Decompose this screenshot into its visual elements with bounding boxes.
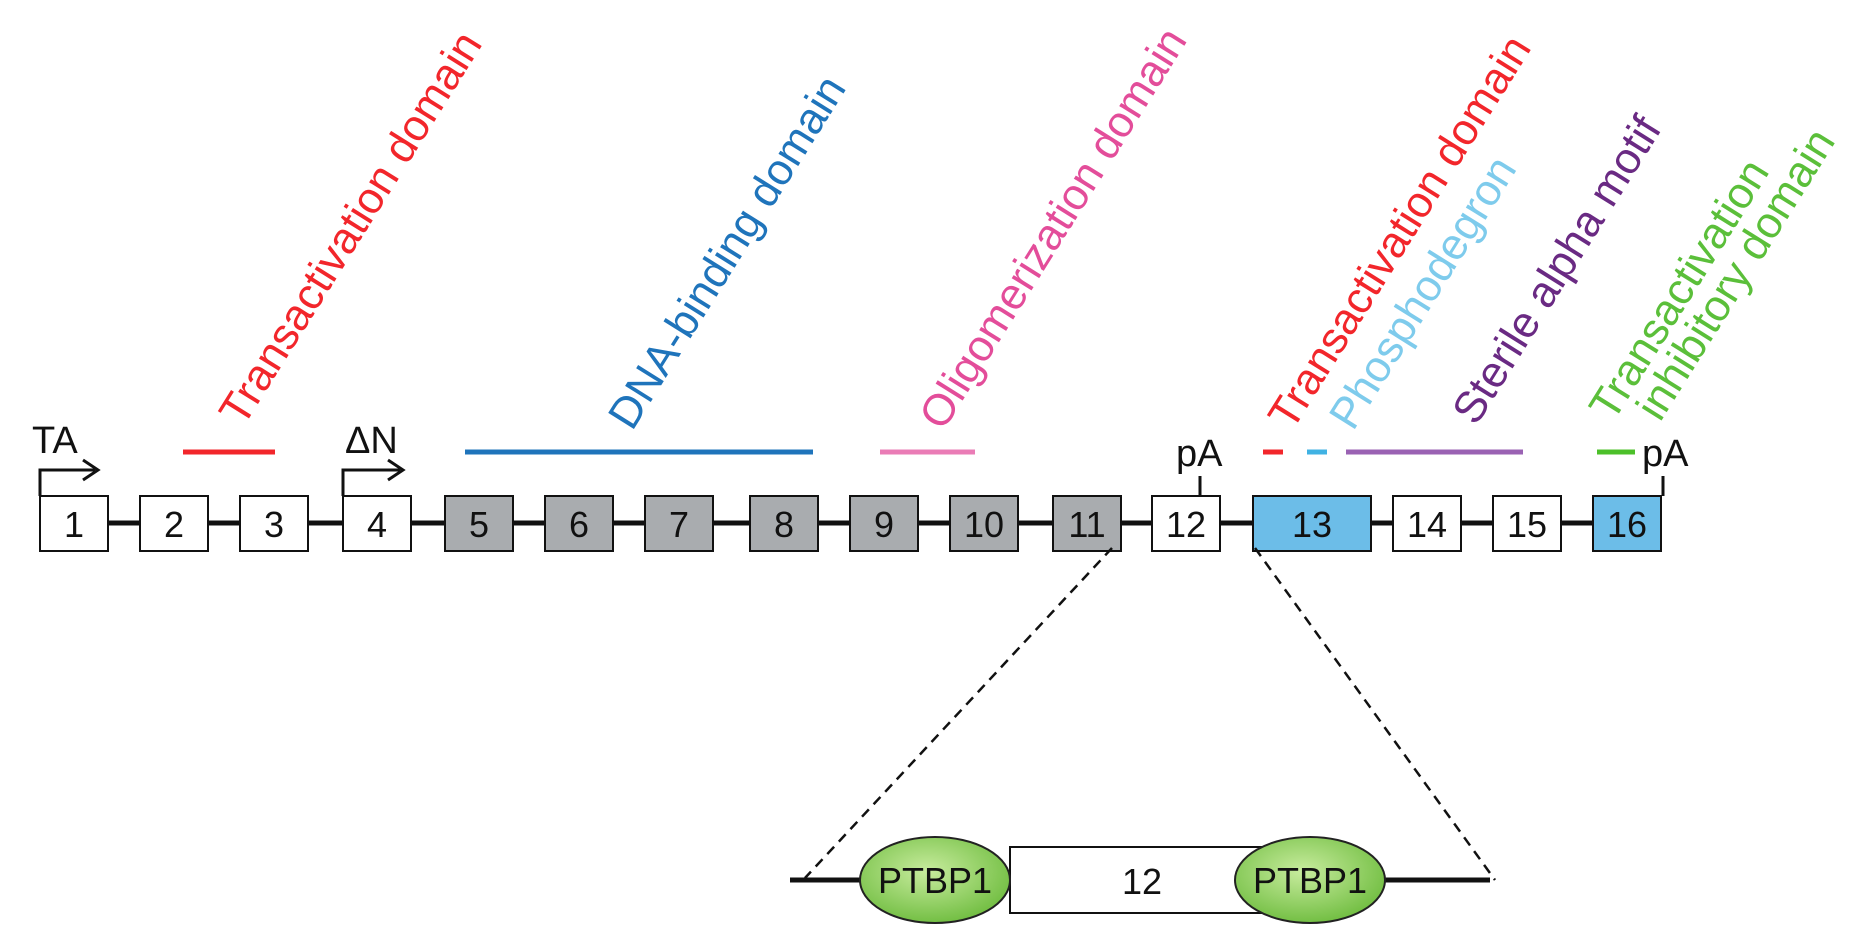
inset-exon-12 <box>1009 846 1276 914</box>
ptbp1-right <box>1234 836 1386 924</box>
exon-7-label: 7 <box>669 504 689 545</box>
exon-10-label: 10 <box>964 504 1004 545</box>
exon-9 <box>849 495 919 552</box>
exon-4-label: 4 <box>367 504 387 545</box>
domain-label-transactivation-n: Transactivation domain <box>210 23 492 433</box>
zoom-line-right <box>1253 547 1497 881</box>
exon-4 <box>342 495 412 552</box>
exon-9-label: 9 <box>874 504 894 545</box>
exon-13-label: 13 <box>1292 504 1332 545</box>
exon-10 <box>949 495 1019 552</box>
exon-16-label: 16 <box>1607 504 1647 545</box>
dn-promoter-label: ΔN <box>345 420 398 462</box>
exon-2 <box>139 495 209 552</box>
exon-5-label: 5 <box>469 504 489 545</box>
domain-label-dna-binding: DNA-binding domain <box>599 67 856 437</box>
ptbp1-left <box>859 836 1011 924</box>
exon-1-label: 1 <box>64 504 84 545</box>
ptbp1-right-label: PTBP1 <box>1253 860 1367 901</box>
ptbp1-left-label: PTBP1 <box>878 860 992 901</box>
exon-15-label: 15 <box>1507 504 1547 545</box>
exon-3 <box>239 495 309 552</box>
exon-6 <box>544 495 614 552</box>
zoom-line-left <box>804 547 1113 879</box>
inset-exon-12-label: 12 <box>1122 861 1162 902</box>
exon-6-label: 6 <box>569 504 589 545</box>
ta-promoter-label: TA <box>32 420 78 462</box>
exon-8-label: 8 <box>774 504 794 545</box>
exon-12 <box>1151 495 1221 552</box>
exon-8 <box>749 495 819 552</box>
domain-label-oligomerization: Oligomerization domain <box>910 19 1196 437</box>
exon-14 <box>1392 495 1462 552</box>
exon-12-label: 12 <box>1166 504 1206 545</box>
exon-11-label: 11 <box>1068 504 1105 545</box>
ta-promoter-arrow <box>38 458 101 496</box>
exon-13 <box>1252 495 1372 552</box>
exon-5 <box>444 495 514 552</box>
exon-1 <box>39 495 109 552</box>
exon-16 <box>1592 495 1662 552</box>
exon-11 <box>1052 495 1122 552</box>
exon-2-label: 2 <box>164 504 184 545</box>
polya-label-2: pA <box>1642 433 1689 475</box>
exon-14-label: 14 <box>1407 504 1447 545</box>
dn-promoter-arrow <box>341 458 406 496</box>
polya-label-1: pA <box>1176 433 1223 475</box>
exon-7 <box>644 495 714 552</box>
exon-15 <box>1492 495 1562 552</box>
exon-3-label: 3 <box>264 504 284 545</box>
